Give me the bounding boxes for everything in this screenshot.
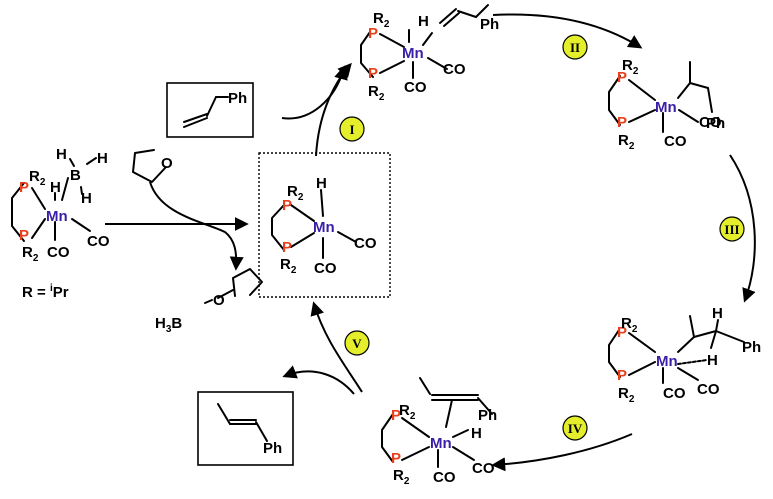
r-group: R2 bbox=[373, 10, 390, 30]
ph-group: Ph bbox=[742, 339, 761, 356]
p-atom: P bbox=[368, 25, 378, 42]
p-atom: P bbox=[19, 179, 29, 196]
h-atom: H bbox=[471, 425, 482, 442]
step-marker-v: V bbox=[344, 330, 370, 356]
co-ligand: CO bbox=[404, 79, 427, 96]
r-group: R2 bbox=[22, 244, 39, 264]
step-i-arrow bbox=[315, 62, 352, 157]
r-group: R2 bbox=[280, 256, 297, 276]
p-atom: P bbox=[19, 227, 29, 244]
step-ii-arrow bbox=[492, 13, 643, 49]
ph-group: Ph bbox=[706, 115, 725, 132]
co-ligand: CO bbox=[314, 260, 337, 277]
co-ligand: CO bbox=[47, 244, 70, 261]
h-atom: H bbox=[707, 352, 718, 369]
ph-group: Ph bbox=[228, 90, 247, 107]
product-olefin-adduct-complex: P R2 P R2 Mn H Ph CO CO bbox=[381, 377, 497, 487]
co-ligand: CO bbox=[87, 233, 110, 250]
allylbenzene-substrate-box: Ph bbox=[166, 82, 254, 138]
step-marker-iv: IV bbox=[562, 415, 588, 441]
co-ligand: CO bbox=[697, 381, 720, 398]
step-marker-i: I bbox=[339, 116, 365, 142]
r-group: R2 bbox=[621, 315, 638, 335]
r-group: R2 bbox=[618, 132, 635, 152]
mn-atom: Mn bbox=[656, 353, 678, 370]
h3b-label: H3B bbox=[155, 315, 182, 335]
p-atom: P bbox=[617, 114, 627, 131]
r-group: R2 bbox=[393, 467, 410, 487]
r-group: R2 bbox=[368, 83, 385, 103]
active-mn-hydride-catalyst: P R2 P R2 Mn H CO CO bbox=[258, 152, 391, 298]
h-atom: H bbox=[97, 150, 108, 167]
p-atom: P bbox=[617, 367, 627, 384]
ph-group: Ph bbox=[263, 440, 282, 457]
p-atom: P bbox=[391, 450, 401, 467]
step-v-arrow bbox=[310, 301, 363, 393]
co-ligand: CO bbox=[354, 235, 377, 252]
h-atom: H bbox=[81, 190, 92, 207]
substrate-entry-arrow bbox=[281, 65, 348, 120]
ph-group: Ph bbox=[480, 16, 499, 33]
step-iv-arrow bbox=[491, 433, 633, 472]
mn-atom: Mn bbox=[313, 219, 335, 236]
ph-group: Ph bbox=[478, 407, 497, 424]
step-marker-iii: III bbox=[719, 216, 745, 242]
b-atom: B bbox=[70, 167, 81, 184]
mn-atom: Mn bbox=[46, 208, 68, 225]
h-atom: H bbox=[418, 13, 429, 30]
co-ligand: CO bbox=[664, 133, 687, 150]
co-ligand: CO bbox=[433, 469, 456, 486]
r-group: R2 bbox=[29, 168, 46, 188]
r-group: R2 bbox=[287, 183, 304, 203]
p-atom: P bbox=[282, 239, 292, 256]
o-atom: O bbox=[161, 155, 173, 172]
r-group: R2 bbox=[399, 402, 416, 422]
p-atom: P bbox=[391, 407, 401, 424]
product-olefin-box: Ph bbox=[197, 391, 294, 466]
co-ligand: CO bbox=[663, 385, 686, 402]
mn-atom: Mn bbox=[430, 435, 452, 452]
h-atom: H bbox=[712, 305, 723, 322]
mn-atom: Mn bbox=[402, 45, 424, 62]
thf-reactant: O bbox=[132, 149, 173, 183]
r-group: R2 bbox=[622, 57, 639, 77]
p-atom: P bbox=[617, 324, 627, 341]
svg-text:III: III bbox=[724, 222, 739, 237]
svg-text:IV: IV bbox=[568, 421, 583, 436]
olefin-adduct-complex: P R2 P R2 Mn H Ph CO CO bbox=[360, 4, 499, 103]
agostic-intermediate-complex: P R2 P R2 Mn H H Ph CO CO bbox=[608, 305, 761, 405]
step-iii-arrow bbox=[729, 154, 756, 303]
p-atom: P bbox=[282, 197, 292, 214]
h-atom: H bbox=[50, 179, 61, 196]
product-release-arrow bbox=[282, 365, 355, 395]
alkyl-intermediate-complex: P R2 P R2 Mn CO CO Ph bbox=[608, 57, 725, 152]
r-group: R2 bbox=[618, 385, 635, 405]
svg-text:II: II bbox=[570, 40, 580, 55]
p-atom: P bbox=[368, 65, 378, 82]
svg-text:I: I bbox=[349, 122, 354, 137]
co-ligand: CO bbox=[443, 61, 466, 78]
h-atom: H bbox=[316, 175, 327, 192]
co-ligand: CO bbox=[699, 114, 722, 131]
step-marker-ii: II bbox=[562, 34, 588, 60]
co-ligand: CO bbox=[472, 460, 495, 477]
precatalyst-borohydride-complex: P R2 P R2 Mn H H B H H CO CO bbox=[11, 146, 110, 264]
r-definition: R = iPr bbox=[22, 283, 69, 301]
borane-thf-product: O H3B bbox=[155, 268, 263, 335]
borane-release-arrow bbox=[149, 181, 244, 271]
mn-atom: Mn bbox=[655, 99, 677, 116]
h-atom: H bbox=[56, 146, 67, 163]
svg-text:V: V bbox=[352, 336, 362, 351]
p-atom: P bbox=[617, 69, 627, 86]
